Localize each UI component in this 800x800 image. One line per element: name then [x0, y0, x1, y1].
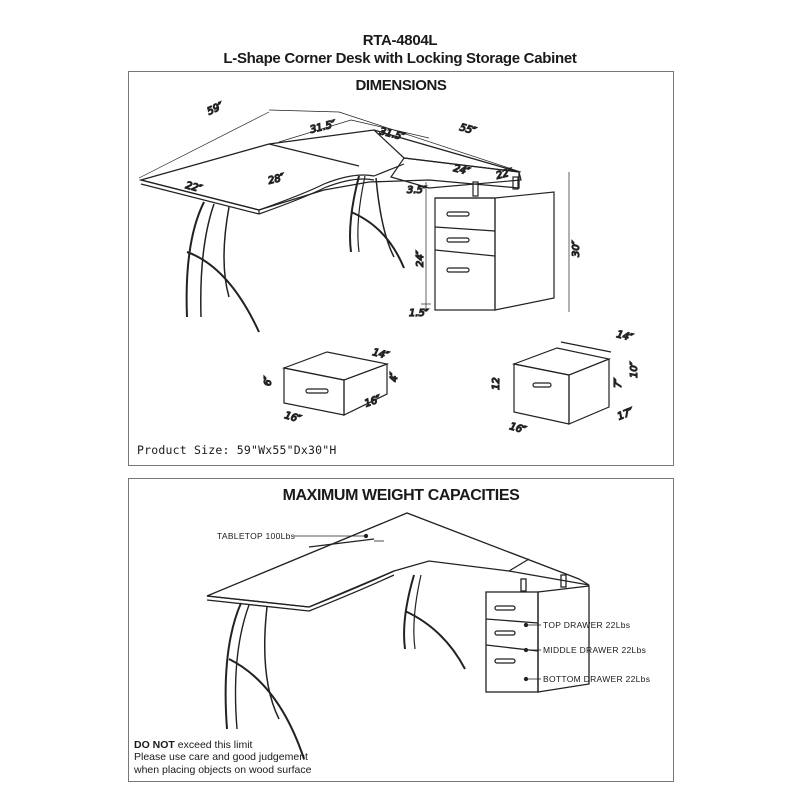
svg-text:30″: 30″ [571, 240, 582, 257]
svg-text:14″: 14″ [371, 347, 390, 362]
svg-text:22″: 22″ [495, 167, 514, 182]
svg-text:16″: 16″ [508, 421, 527, 436]
svg-text:12: 12 [491, 377, 502, 390]
svg-text:28″: 28″ [267, 172, 286, 187]
product-size-label: Product Size: 59"Wx55"Dx30"H [137, 443, 337, 457]
dimensions-title: DIMENSIONS [355, 77, 447, 94]
product-name: L-Shape Corner Desk with Locking Storage… [223, 50, 577, 67]
svg-text:3.5″: 3.5″ [407, 185, 427, 196]
svg-text:24″: 24″ [415, 250, 426, 267]
svg-text:24″: 24″ [452, 163, 471, 178]
svg-text:31.5″: 31.5″ [309, 119, 337, 136]
model-number: RTA-4804L [362, 32, 438, 49]
svg-text:31.5″: 31.5″ [378, 126, 406, 143]
svg-text:10″: 10″ [629, 361, 640, 378]
callout-top-drawer: TOP DRAWER 22Lbs [543, 620, 631, 630]
weight-capacities-title: MAXIMUM WEIGHT CAPACITIES [282, 487, 520, 504]
svg-text:14″: 14″ [615, 329, 634, 344]
svg-text:4″: 4″ [389, 372, 400, 382]
svg-text:16″: 16″ [363, 394, 382, 410]
svg-text:7″: 7″ [613, 378, 624, 388]
desk-dimensions-drawing: 59″ 31.5″ 31.5″ 55″ 22″ 28″ 24″ 22″ 3.5″… [138, 100, 641, 437]
dim-59: 59″ [206, 101, 226, 118]
svg-text:55″: 55″ [458, 122, 477, 137]
svg-text:16″: 16″ [283, 410, 302, 425]
svg-text:1.5″: 1.5″ [409, 308, 429, 319]
warning-bold: DO NOT [134, 738, 175, 751]
dimensions-panel: DIMENSIONS [128, 71, 674, 466]
callout-tabletop: TABLETOP 100Lbs [217, 531, 296, 541]
desk-weight-drawing [206, 512, 590, 760]
warning-line1: exceed this limit [174, 738, 253, 751]
callout-middle-drawer: MIDDLE DRAWER 22Lbs [543, 645, 647, 655]
weight-capacities-panel: MAXIMUM WEIGHT CAPACITIES [128, 478, 674, 782]
svg-text:17″: 17″ [616, 406, 636, 422]
warning-line2: Please use care and good judgement [134, 751, 308, 763]
warning-note: DO NOT exceed this limit Please use care… [134, 739, 311, 777]
svg-text:22″: 22″ [184, 180, 203, 195]
warning-line3: when placing objects on wood surface [134, 763, 312, 776]
callout-bottom-drawer: BOTTOM DRAWER 22Lbs [543, 674, 651, 684]
svg-text:6″: 6″ [263, 376, 274, 386]
